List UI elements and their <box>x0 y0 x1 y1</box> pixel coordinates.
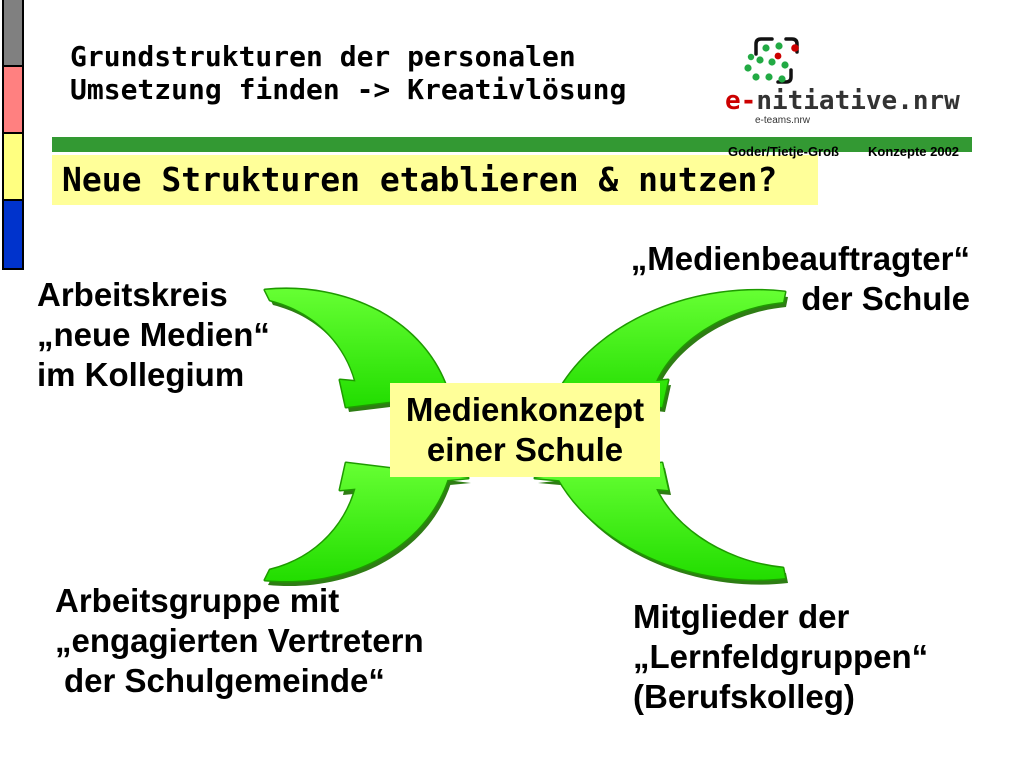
center-line-2: einer Schule <box>426 431 624 468</box>
node-line: Arbeitsgruppe mit <box>55 582 340 619</box>
meta-series: Konzepte 2002 <box>868 144 960 159</box>
arrow-body <box>535 463 785 580</box>
curved-arrow-icon-bottom-right <box>533 461 788 585</box>
node-top-left: Arbeitskreis „neue Medien“ im Kollegium <box>37 275 270 395</box>
logo-wordmark: e-nitiative.nrw <box>725 86 960 116</box>
node-line: Arbeitskreis <box>37 276 228 313</box>
node-top-right: „Medienbeauftragter“ der Schule <box>631 239 970 319</box>
strip-segment-blue <box>4 201 22 268</box>
node-line: (Berufskolleg) <box>633 678 855 715</box>
strip-segment-salmon <box>4 67 22 134</box>
strip-segment-gray <box>4 0 22 67</box>
node-line: „Lernfeldgruppen“ <box>633 638 929 675</box>
node-line: „engagierten Vertretern <box>55 622 424 659</box>
question-box: Neue Strukturen etablieren & nutzen? <box>52 155 818 205</box>
question-text: Neue Strukturen etablieren & nutzen? <box>62 160 778 199</box>
node-line: der Schulgemeinde“ <box>64 662 385 699</box>
arrow-body <box>265 288 468 407</box>
node-line: der Schule <box>801 280 970 317</box>
node-line: Mitglieder der <box>633 598 850 635</box>
center-line-1: Medienkonzept <box>405 391 645 428</box>
node-line: „neue Medien“ <box>37 316 270 353</box>
center-concept-box: Medienkonzept einer Schule <box>390 383 660 477</box>
meta-authors: Goder/Tietje-Groß <box>728 144 839 159</box>
strip-segment-yellow <box>4 134 22 201</box>
header-bar <box>52 137 972 152</box>
logo-tagline: e-teams.nrw <box>755 115 811 126</box>
node-bottom-right: Mitglieder der „Lernfeldgruppen“ (Berufs… <box>633 597 928 717</box>
slide-title: Grundstrukturen der personalen Umsetzung… <box>70 40 626 106</box>
color-strip <box>2 0 24 270</box>
node-line: im Kollegium <box>37 356 245 393</box>
arrow-body <box>535 290 785 407</box>
dot-cluster-icon <box>744 37 799 84</box>
node-line: „Medienbeauftragter“ <box>630 240 970 277</box>
curved-arrow-icon-top-left <box>263 287 471 412</box>
node-bottom-left: Arbeitsgruppe mit „engagierten Vertreter… <box>55 581 424 701</box>
arrow-body <box>265 463 468 582</box>
slide-title-line-2: Umsetzung finden -> Kreativlösung <box>70 73 627 106</box>
logo-prefix: e- <box>725 86 757 116</box>
logo-name: nitiative.nrw <box>756 86 960 116</box>
curved-arrow-icon-bottom-left <box>263 461 471 587</box>
slide-title-line-1: Grundstrukturen der personalen <box>70 40 576 73</box>
